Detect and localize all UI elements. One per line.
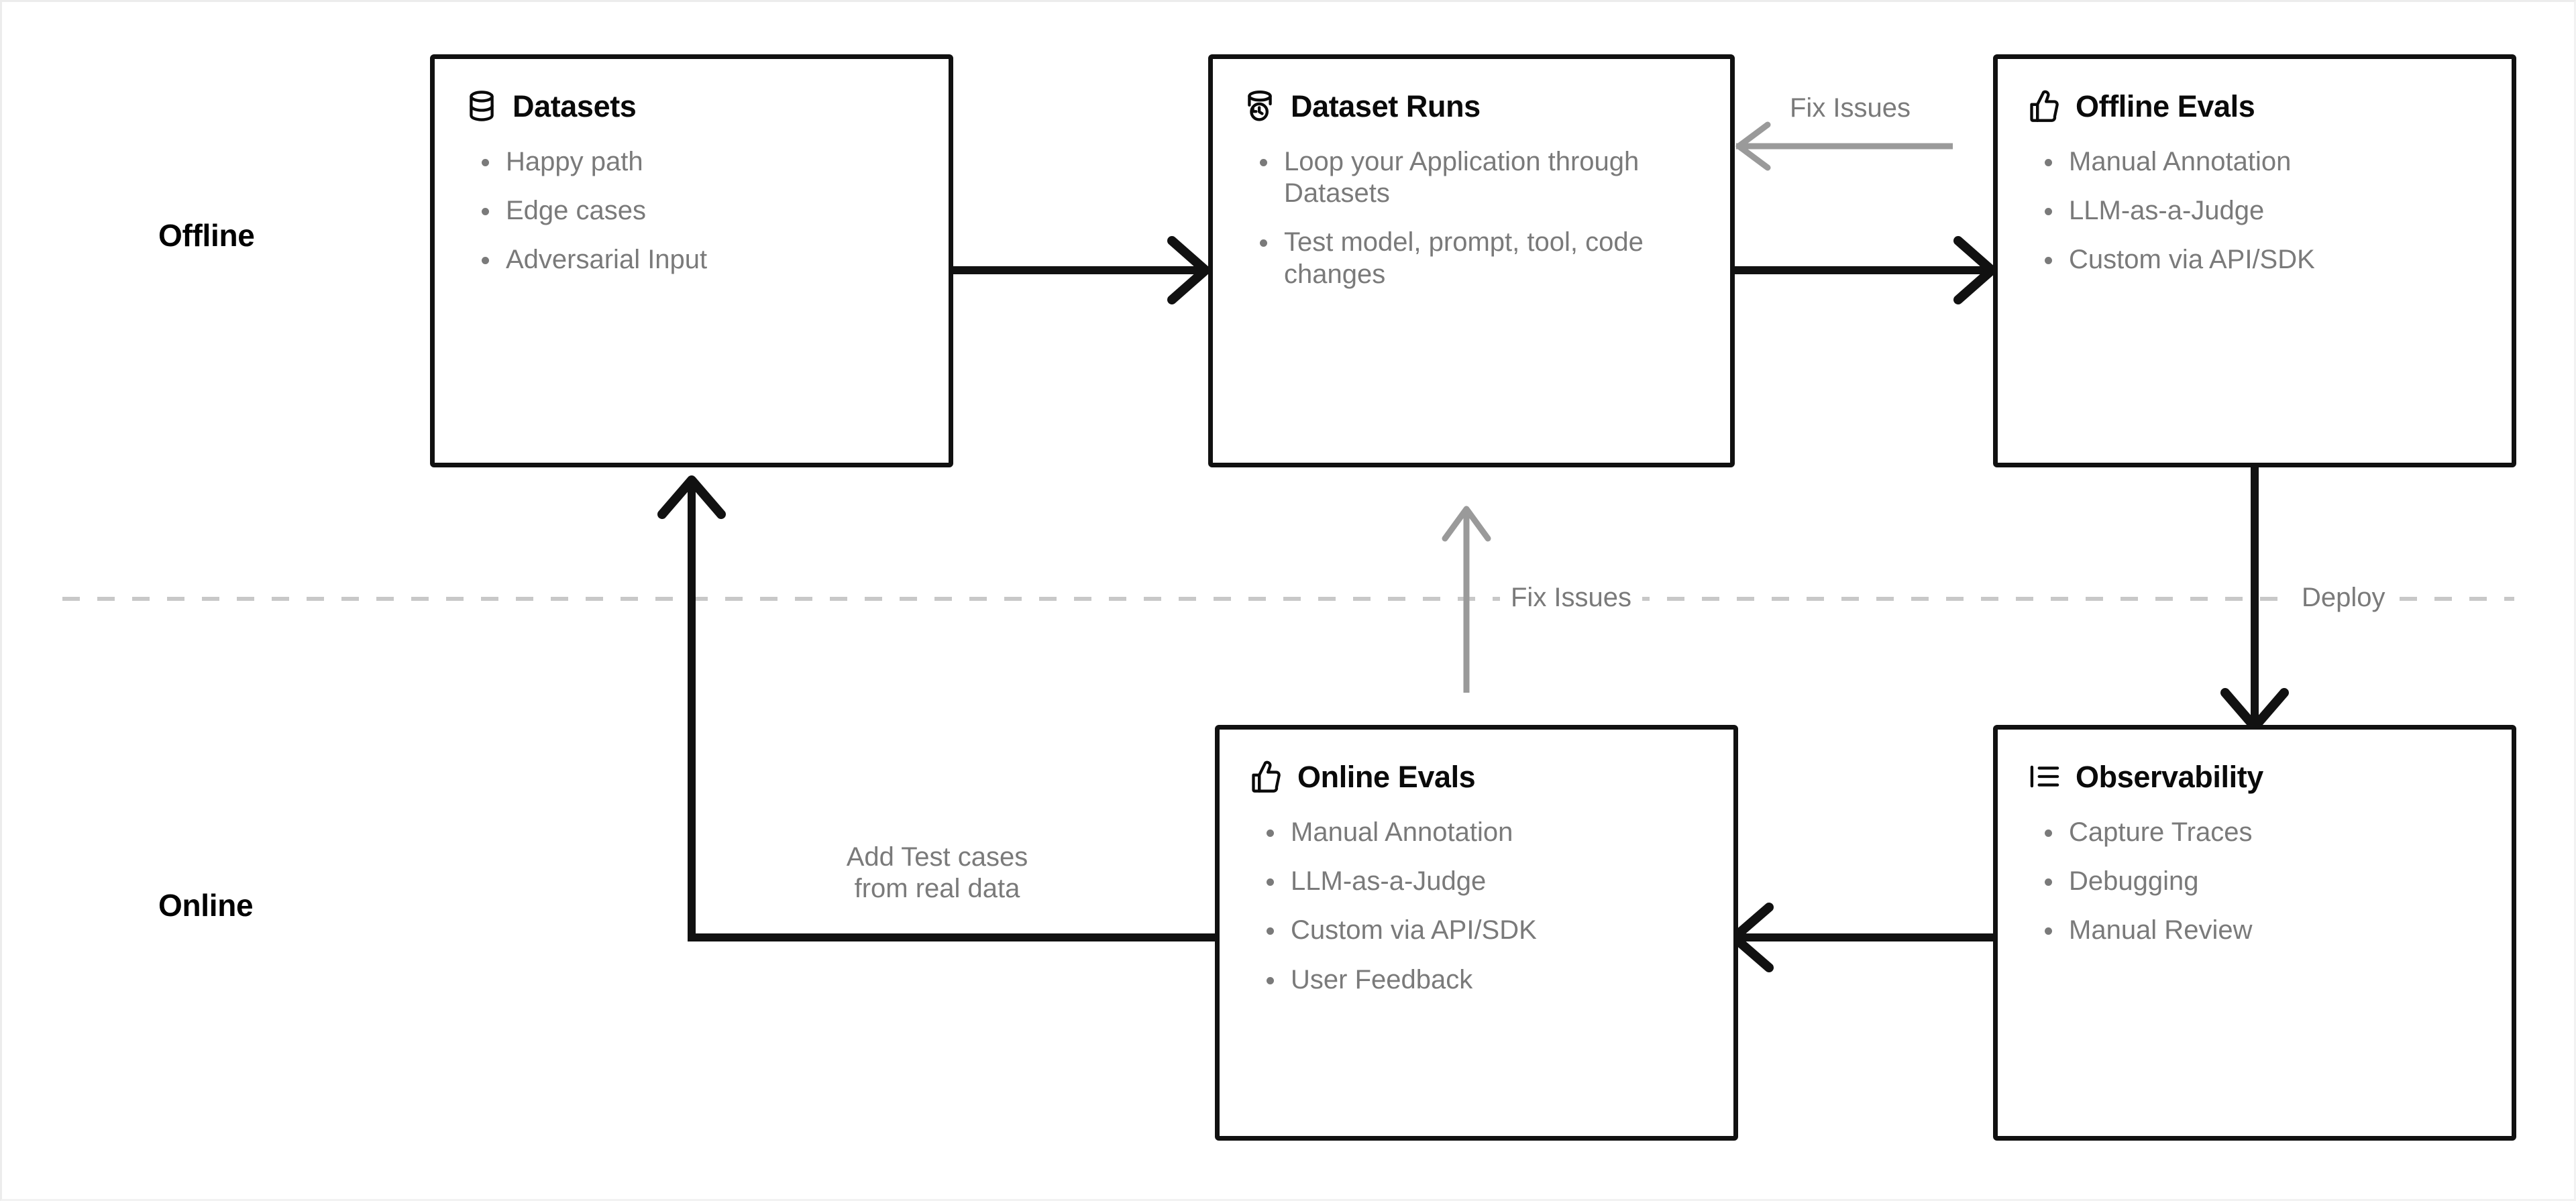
- node-dataset-runs-title: Dataset Runs: [1291, 89, 1481, 123]
- list-item: Edge cases: [479, 195, 922, 227]
- edge-online-evals-to-dataset-runs: [1442, 506, 1491, 693]
- lane-label-offline: Offline: [158, 218, 255, 253]
- list-item: Adversarial Input: [479, 244, 922, 276]
- list-item: Debugging: [2042, 866, 2485, 897]
- node-dataset-runs-list: Loop your Application through Datasets T…: [1213, 123, 1730, 290]
- edge-offline-evals-to-observability: [2220, 467, 2289, 732]
- edge-label-fix-issues-top: Fix Issues: [1784, 93, 1917, 123]
- list-item: Loop your Application through Datasets: [1257, 146, 1703, 209]
- edge-observability-to-online-evals: [1729, 903, 1993, 972]
- list-item: User Feedback: [1264, 964, 1707, 996]
- node-offline-evals[interactable]: Offline Evals Manual Annotation LLM-as-a…: [1993, 54, 2516, 467]
- node-datasets-title: Datasets: [513, 89, 637, 123]
- node-datasets[interactable]: Datasets Happy path Edge cases Adversari…: [430, 54, 953, 467]
- node-offline-evals-list: Manual Annotation LLM-as-a-Judge Custom …: [1998, 123, 2512, 276]
- node-observability-header: Observability: [1998, 730, 2512, 794]
- lane-label-online: Online: [158, 888, 254, 923]
- list-item: Capture Traces: [2042, 817, 2485, 848]
- list-item: Manual Annotation: [1264, 817, 1707, 848]
- node-offline-evals-title: Offline Evals: [2076, 89, 2255, 123]
- list-item: Manual Review: [2042, 915, 2485, 946]
- edge-datasets-to-dataset-runs: [953, 236, 1210, 304]
- list-item: Test model, prompt, tool, code changes: [1257, 227, 1703, 290]
- edge-label-add-test-cases-line2: from real data: [854, 874, 1020, 904]
- list-item: LLM-as-a-Judge: [1264, 866, 1707, 897]
- node-online-evals-header: Online Evals: [1220, 730, 1733, 794]
- list-item: LLM-as-a-Judge: [2042, 195, 2485, 227]
- node-dataset-runs[interactable]: Dataset Runs Loop your Application throu…: [1208, 54, 1735, 467]
- edge-offline-evals-to-dataset-runs: [1735, 121, 1953, 171]
- thumbs-up-icon: [1252, 760, 1281, 793]
- node-observability-title: Observability: [2076, 759, 2263, 794]
- node-observability-list: Capture Traces Debugging Manual Review: [1998, 794, 2512, 947]
- list-tree-icon: [2030, 765, 2059, 788]
- node-online-evals[interactable]: Online Evals Manual Annotation LLM-as-a-…: [1215, 725, 1738, 1141]
- list-item: Manual Annotation: [2042, 146, 2485, 178]
- database-icon: [470, 91, 494, 121]
- node-observability[interactable]: Observability Capture Traces Debugging M…: [1993, 725, 2516, 1141]
- node-online-evals-title: Online Evals: [1297, 759, 1476, 794]
- node-offline-evals-header: Offline Evals: [1998, 59, 2512, 123]
- node-dataset-runs-header: Dataset Runs: [1213, 59, 1730, 123]
- node-datasets-header: Datasets: [435, 59, 949, 123]
- thumbs-up-icon: [2030, 90, 2059, 122]
- list-item: Custom via API/SDK: [2042, 244, 2485, 276]
- edge-dataset-runs-to-offline-evals: [1735, 236, 1996, 304]
- database-refresh-icon: [1248, 91, 1272, 121]
- edge-label-add-test-cases-line1: Add Test cases: [846, 842, 1028, 872]
- edge-label-deploy: Deploy: [2291, 583, 2396, 613]
- list-item: Custom via API/SDK: [1264, 915, 1707, 946]
- edge-label-fix-issues-middle: Fix Issues: [1500, 583, 1643, 613]
- node-online-evals-list: Manual Annotation LLM-as-a-Judge Custom …: [1220, 794, 1733, 996]
- node-datasets-list: Happy path Edge cases Adversarial Input: [435, 123, 949, 276]
- list-item: Happy path: [479, 146, 922, 178]
- edge-label-add-test-cases: Add Test cases from real data: [813, 842, 1061, 905]
